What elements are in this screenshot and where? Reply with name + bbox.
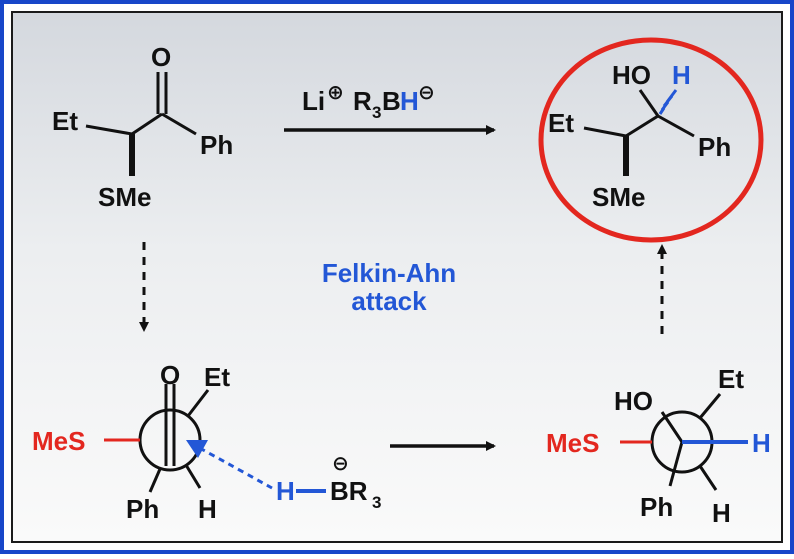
product-h-label: H: [672, 60, 691, 90]
ketone-sme-label: SMe: [98, 182, 151, 212]
product-sme-label: SMe: [592, 182, 645, 212]
donor-minus: ⊖: [332, 453, 349, 475]
newman-reactant-mes: MeS: [32, 426, 85, 456]
hydride-trajectory: [195, 444, 273, 490]
newman-product-ho: HO: [614, 386, 653, 416]
annotation-line2: attack: [351, 286, 427, 316]
newman-reactant-ph: Ph: [126, 494, 159, 524]
newman-product-back-h: [698, 465, 718, 491]
newman-product-back-et: [698, 393, 722, 419]
reagent-label: Li ⊕ R 3 B H ⊖: [302, 82, 435, 122]
donor-subscript: 3: [372, 493, 381, 512]
bond-carbonyl-ph: [161, 112, 197, 136]
newman-product: HO Et MeS H Ph H: [546, 364, 771, 528]
product-ph-label: Ph: [698, 132, 731, 162]
reagent-minus: ⊖: [418, 82, 435, 104]
newman-reactant-et-bond: [186, 389, 210, 417]
newman-product-front-ho: [660, 411, 684, 443]
newman-reactant-h: H: [198, 494, 217, 524]
reagent-plus: ⊕: [327, 82, 344, 104]
newman-reactant-h-bond: [184, 464, 202, 489]
bond-carbinol-ph: [657, 114, 695, 138]
donor-h: H: [276, 476, 295, 506]
newman-product-ph: Ph: [640, 492, 673, 522]
ketone-structure: O Et Ph SMe: [52, 42, 233, 212]
product-et-label: Et: [548, 108, 574, 138]
bond-carbinol-alpha: [625, 114, 659, 138]
reagent-r: R: [353, 86, 372, 116]
product-ho-label: HO: [612, 60, 651, 90]
newman-product-front-ph: [668, 441, 684, 487]
newman-product-h2: H: [712, 498, 731, 528]
ketone-o-label: O: [151, 42, 171, 72]
reagent-subscript: 3: [372, 103, 381, 122]
bond-alpha-et-prod: [583, 126, 627, 138]
annotation-line1: Felkin-Ahn: [322, 258, 456, 288]
newman-reactant-et: Et: [204, 362, 230, 392]
bond-carbinol-oh: [638, 89, 660, 117]
bond-alpha-carbonyl: [131, 112, 163, 136]
newman-reactant-o: O: [160, 360, 180, 390]
newman-product-h: H: [752, 428, 771, 458]
newman-reactant: O Et MeS Ph H: [32, 360, 230, 524]
reagent-li: Li: [302, 86, 325, 116]
hydride-donor: H BR 3 ⊖: [276, 453, 381, 512]
hashed-wedge-h: [658, 89, 678, 115]
reagent-h: H: [400, 86, 419, 116]
ketone-ph-label: Ph: [200, 130, 233, 160]
product-highlight-circle: [538, 37, 764, 243]
alcohol-product-structure: HO H Et Ph SMe: [548, 60, 731, 212]
donor-b: BR: [330, 476, 368, 506]
ketone-et-label: Et: [52, 106, 78, 136]
newman-product-et: Et: [718, 364, 744, 394]
newman-reactant-ph-bond: [148, 468, 162, 493]
reagent-b: B: [382, 86, 401, 116]
bond-alpha-et: [85, 124, 133, 136]
hydride-trajectory-head: [186, 440, 208, 458]
newman-product-mes: MeS: [546, 428, 599, 458]
